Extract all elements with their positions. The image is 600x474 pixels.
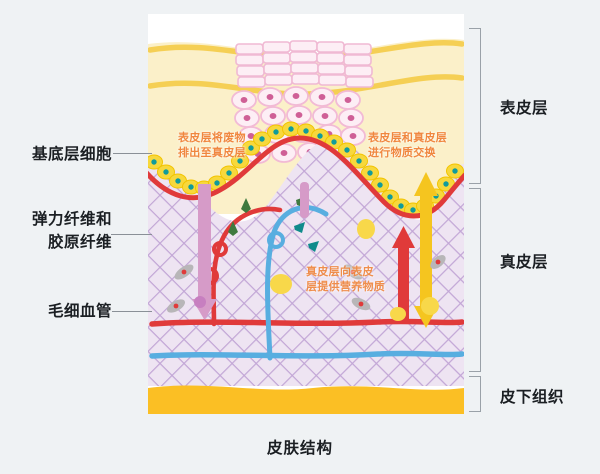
venule-horizontal bbox=[149, 350, 464, 359]
annotation-waste: 表皮层将废物排出至真皮层 bbox=[178, 131, 246, 160]
figure-caption: 皮肤结构 bbox=[266, 439, 333, 457]
nerve-endings-teal bbox=[294, 222, 319, 252]
annotation-nutrient: 真皮层向表皮层提供营养物质 bbox=[306, 265, 385, 294]
label-subcutaneous: 皮下组织 bbox=[500, 388, 565, 406]
label-epidermis: 表皮层 bbox=[500, 99, 549, 117]
leader-line-fibers bbox=[111, 234, 152, 235]
annotation-nutrient-line1: 真皮层向表皮 bbox=[306, 265, 374, 278]
label-dermis: 真皮层 bbox=[500, 253, 549, 271]
arteriole-branch bbox=[211, 206, 283, 327]
skin-illustration-panel bbox=[148, 14, 464, 414]
lipid-droplets bbox=[270, 219, 439, 321]
annotation-waste-line2: 排出至真皮层 bbox=[178, 145, 246, 159]
annotation-exchange-line1: 表皮层和真皮层 bbox=[368, 131, 448, 144]
label-fibers-line1: 弹力纤维和 bbox=[31, 210, 112, 228]
bracket-epidermis bbox=[469, 28, 481, 184]
basal-cell-layer bbox=[148, 121, 464, 218]
subcutaneous-fat-layer bbox=[148, 385, 464, 414]
annotation-waste-line1: 表皮层将废物 bbox=[178, 131, 246, 144]
melanocyte bbox=[194, 296, 206, 308]
annotation-nutrient-line2: 层提供营养物质 bbox=[306, 279, 386, 293]
venule-loop bbox=[267, 231, 285, 249]
waste-arrow-stub bbox=[300, 182, 309, 218]
leader-line-basal bbox=[113, 153, 152, 154]
label-elastic-collagen-fibers: 弹力纤维和 胶原纤维 bbox=[32, 208, 112, 254]
bracket-dermis bbox=[469, 188, 481, 372]
label-basal-cells-text: 基底层细胞 bbox=[31, 145, 112, 163]
keratin-plates bbox=[235, 40, 374, 88]
skin-cross-section-svg bbox=[148, 14, 464, 414]
label-capillary: 毛细血管 bbox=[48, 300, 112, 323]
illustration-layers bbox=[148, 14, 464, 414]
label-basal-cells: 基底层细胞 bbox=[32, 143, 112, 166]
bracket-subcutaneous bbox=[469, 376, 481, 412]
label-fibers-line2: 胶原纤维 bbox=[47, 233, 112, 251]
leader-line-capillary bbox=[112, 311, 152, 312]
annotation-exchange-line2: 进行物质交换 bbox=[368, 145, 436, 159]
nutrient-arrow-up bbox=[392, 226, 415, 322]
fibroblasts bbox=[166, 255, 446, 313]
label-capillary-text: 毛细血管 bbox=[47, 302, 112, 320]
annotation-exchange: 表皮层和真皮层进行物质交换 bbox=[368, 131, 447, 160]
arteriole-horizontal bbox=[149, 318, 464, 327]
